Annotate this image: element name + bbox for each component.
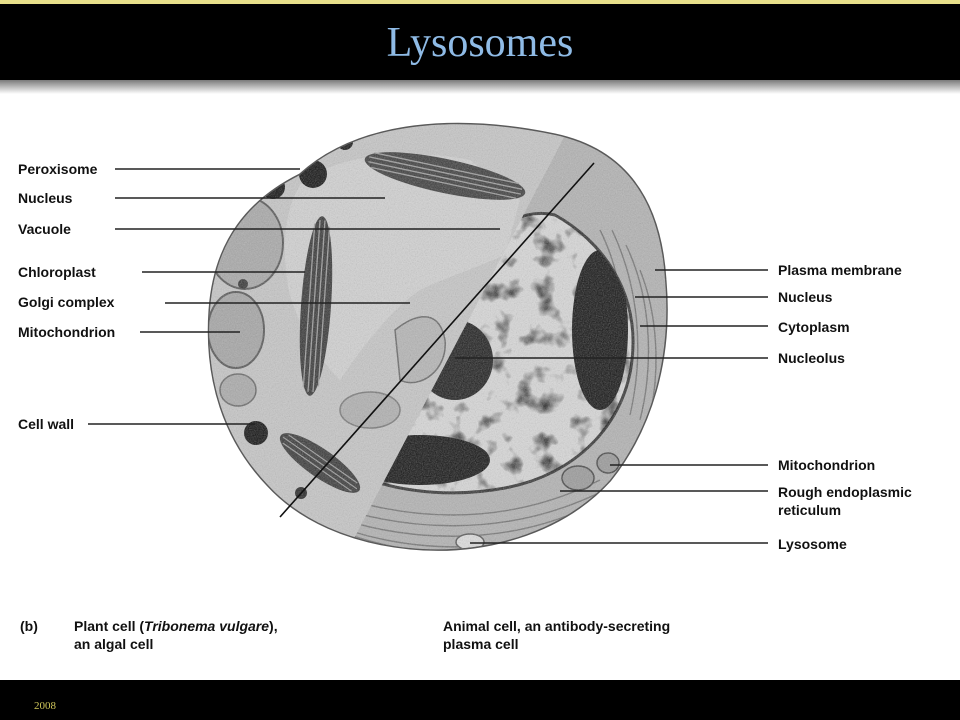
- label-mitochondrion-plant: Mitochondrion: [18, 324, 116, 340]
- panel-top-shadow: [0, 80, 960, 94]
- slide-footer-year: 2008: [34, 700, 56, 712]
- label-cell-wall: Cell wall: [18, 416, 75, 432]
- caption-plant-line1-post: ),: [269, 618, 278, 634]
- slide-title: Lysosomes: [386, 20, 574, 66]
- label-nucleus-plant: Nucleus: [18, 190, 73, 206]
- plant-animal-divider: [279, 162, 595, 518]
- figure-panel: Peroxisome Nucleus Vacuole Chloroplast G…: [0, 80, 960, 680]
- electron-micrograph: [88, 122, 768, 551]
- label-cytoplasm: Cytoplasm: [778, 319, 850, 335]
- top-accent-line: [0, 0, 960, 4]
- caption-part-letter: (b): [20, 618, 38, 634]
- label-mitochondrion-animal: Mitochondrion: [778, 457, 876, 473]
- label-peroxisome: Peroxisome: [18, 161, 98, 177]
- caption-plant-cell: Plant cell (Tribonema vulgare), an algal…: [74, 617, 278, 653]
- label-nucleus-animal: Nucleus: [778, 289, 833, 305]
- label-rough-er-line2: reticulum: [778, 502, 842, 518]
- label-vacuole: Vacuole: [18, 221, 71, 237]
- right-leader-lines: [455, 269, 768, 544]
- label-rough-er: Rough endoplasmic: [778, 484, 912, 500]
- caption-animal-line1: Animal cell, an antibody-secreting: [443, 618, 671, 634]
- caption-plant-line1-pre: Plant cell (: [74, 618, 145, 634]
- label-lysosome: Lysosome: [778, 536, 847, 552]
- caption-plant-line2: an algal cell: [74, 636, 154, 652]
- left-leader-lines: [88, 168, 500, 425]
- label-golgi-complex: Golgi complex: [18, 294, 115, 310]
- caption-plant-species: Tribonema vulgare: [144, 618, 270, 634]
- label-nucleolus: Nucleolus: [778, 350, 845, 366]
- label-plasma-membrane: Plasma membrane: [778, 262, 902, 278]
- label-chloroplast: Chloroplast: [18, 264, 96, 280]
- caption-animal-cell: Animal cell, an antibody-secreting plasm…: [443, 617, 670, 653]
- caption-animal-line2: plasma cell: [443, 636, 519, 652]
